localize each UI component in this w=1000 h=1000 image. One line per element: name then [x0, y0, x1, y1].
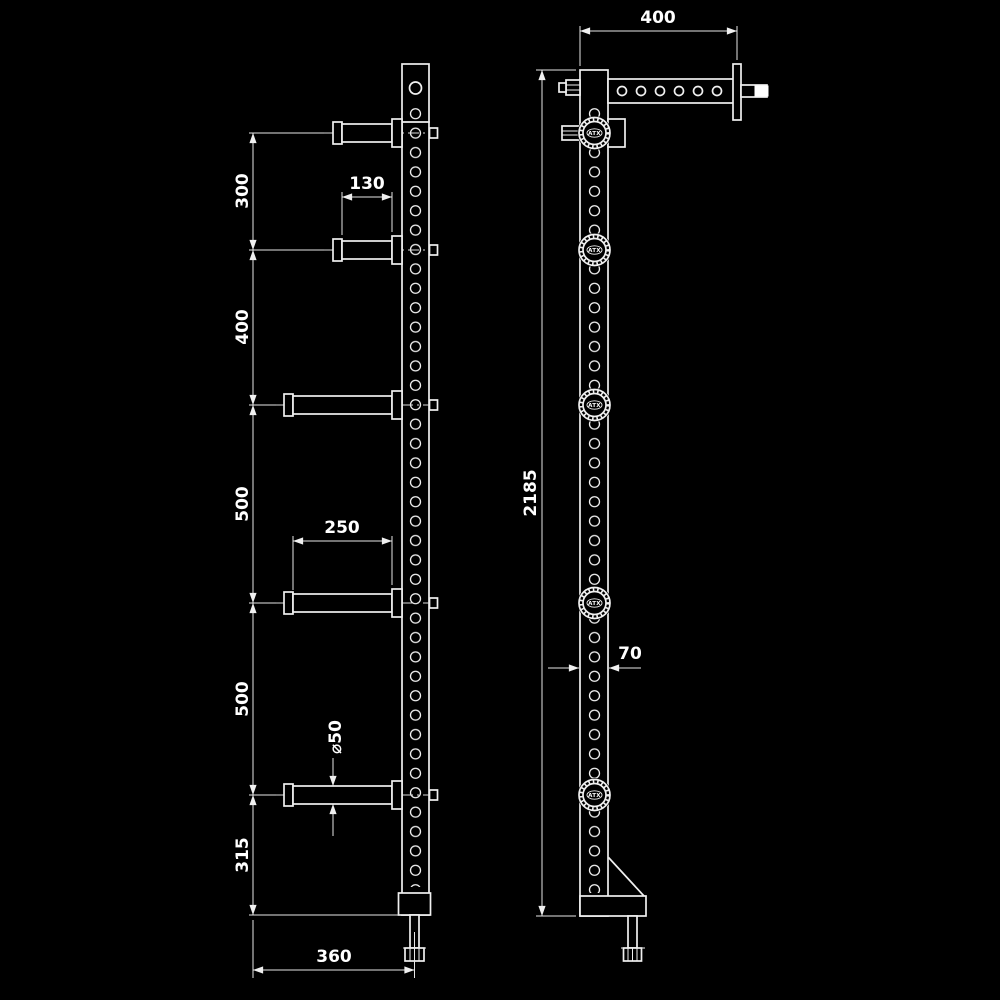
right-foot-bolt	[621, 915, 645, 962]
dim-label-300: 300	[233, 173, 253, 209]
post-top-bolt	[558, 79, 581, 96]
left-dimension-chain: 300 400 500 500 315	[233, 132, 401, 916]
left-base-plate	[397, 892, 432, 916]
dim-label-400-top: 400	[640, 8, 676, 28]
collar-3	[575, 386, 614, 424]
collar-5	[575, 776, 614, 814]
collar-4	[575, 584, 614, 622]
arm-end-plate	[732, 63, 742, 121]
base-brace	[607, 856, 646, 898]
dim-label-250: 250	[324, 518, 360, 538]
dim-2185: 2185	[521, 69, 576, 917]
dim-diameter-50: ⌀50	[326, 720, 346, 836]
dim-250: 250	[292, 518, 393, 590]
dim-400-top: 400	[579, 8, 738, 66]
dim-70: 70	[548, 644, 642, 672]
left-hole-column	[403, 105, 429, 887]
dim-label-diameter: ⌀50	[326, 720, 346, 754]
arm-pin-tip	[754, 85, 769, 97]
right-hole-column	[581, 105, 607, 893]
dim-label-400-left: 400	[233, 309, 253, 345]
left-view	[275, 63, 439, 962]
dim-360: 360	[252, 920, 415, 978]
right-base-plate	[579, 895, 647, 917]
bolt-hatch	[627, 948, 638, 961]
dim-label-315: 315	[233, 837, 253, 873]
dim-label-360: 360	[316, 947, 352, 967]
dim-label-130: 130	[349, 174, 385, 194]
dim-130: 130	[341, 174, 393, 235]
top-arm	[607, 63, 769, 121]
collar-clamp	[561, 118, 626, 148]
dim-label-500-lower: 500	[233, 681, 253, 717]
dim-label-70: 70	[618, 644, 642, 664]
right-view	[558, 63, 769, 962]
dim-label-2185: 2185	[521, 469, 541, 516]
collar-1	[575, 114, 614, 152]
dim-label-500-upper: 500	[233, 486, 253, 522]
collar-2	[575, 231, 614, 269]
post-top-hole	[408, 81, 423, 95]
